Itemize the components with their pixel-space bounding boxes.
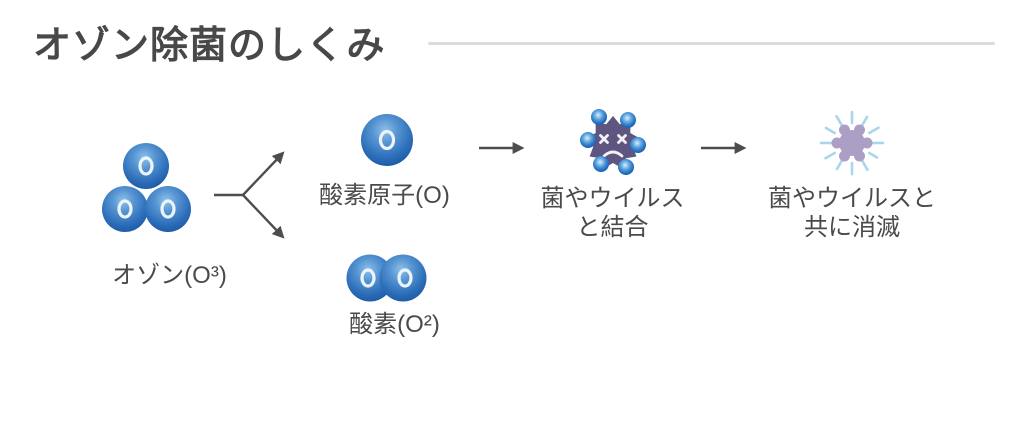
ozone-molecule-icon [102,143,191,232]
vanish-step-label-line2: 共に消滅 [804,214,900,241]
arrow-right-icon [479,142,525,154]
bind-step-label-line2: と結合 [576,214,649,241]
arrow-right-icon [701,142,747,154]
page-title: オゾン除菌のしくみ [33,25,386,67]
ozone-label: オゾン(O³) [112,262,227,289]
oxygen-molecule-icon [346,254,427,302]
vanish-step-label-line1: 菌やウイルスと [768,185,936,212]
oxygen-atom-icon [361,114,413,166]
oxygen-atom-label: 酸素原子(O) [319,182,450,209]
bind-step-label: 菌やウイルス と結合 [530,184,695,242]
bind-step-label-line1: 菌やウイルス [540,185,685,212]
virus-bound-icon [580,109,646,175]
branch-arrow-icon [214,151,285,239]
oxygen-molecule-label: 酸素(O²) [349,311,440,338]
vanish-step-label: 菌やウイルスと 共に消滅 [763,184,941,242]
virus-vanishing-icon [819,110,885,176]
title-divider-line [428,42,995,45]
